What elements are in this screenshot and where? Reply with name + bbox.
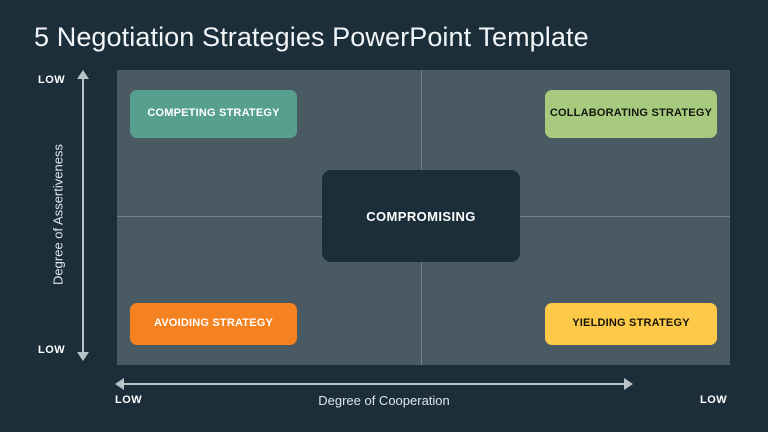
quadrant-compromising[interactable]: COMPROMISING — [322, 170, 520, 262]
page-title: 5 Negotiation Strategies PowerPoint Temp… — [34, 22, 589, 52]
y-axis-title: Degree of Assertiveness — [50, 144, 66, 285]
x-axis-title: Degree of Cooperation — [318, 393, 450, 408]
quadrant-yielding-strategy[interactable]: YIELDING STRATEGY — [545, 303, 717, 345]
x-axis: LOW LOW Degree of Cooperation — [0, 370, 768, 432]
quadrant-collaborating-strategy[interactable]: COLLABORATING STRATEGY — [545, 90, 717, 138]
arrow-right-icon — [624, 378, 633, 390]
y-axis: LOW LOW Degree of Assertiveness — [0, 0, 117, 432]
quadrant-avoiding-strategy[interactable]: AVOIDING STRATEGY — [130, 303, 297, 345]
x-axis-line — [124, 383, 624, 385]
quadrant-competing-strategy[interactable]: COMPETING STRATEGY — [130, 90, 297, 138]
y-axis-line — [82, 78, 84, 354]
x-axis-low-label: LOW — [115, 394, 143, 406]
strategy-matrix-panel: COMPETING STRATEGY COLLABORATING STRATEG… — [117, 70, 730, 365]
arrow-down-icon — [77, 352, 89, 361]
y-axis-low-label: LOW — [38, 344, 66, 356]
arrow-left-icon — [115, 378, 124, 390]
arrow-up-icon — [77, 70, 89, 79]
x-axis-high-label: LOW — [700, 394, 728, 406]
y-axis-high-label: LOW — [38, 74, 66, 86]
